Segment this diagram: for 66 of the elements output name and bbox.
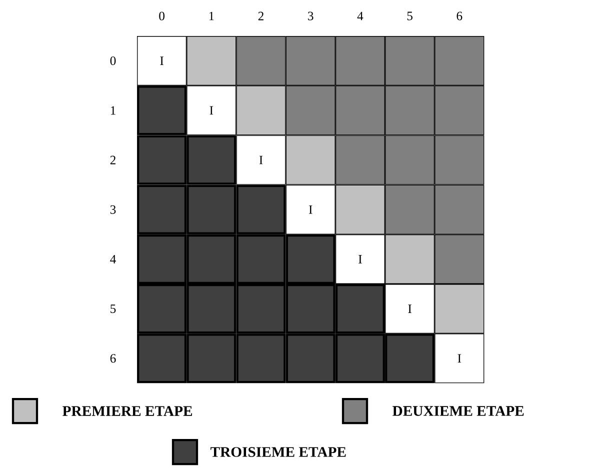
axis-number: 3 xyxy=(308,12,314,20)
axis-number: 6 xyxy=(110,354,116,363)
grid-cell: I xyxy=(335,234,385,284)
grid-cell xyxy=(434,135,484,185)
grid-cell xyxy=(186,184,236,234)
grid-cell xyxy=(335,135,385,185)
axis-number: 1 xyxy=(110,106,116,115)
grid-cell xyxy=(286,86,336,136)
grid-cell xyxy=(385,234,435,284)
axis-number: 2 xyxy=(258,12,264,20)
grid-cell xyxy=(434,36,484,86)
legend-label: DEUXIEME ETAPE xyxy=(392,406,524,416)
legend-label: PREMIERE ETAPE xyxy=(62,406,192,416)
grid-cell xyxy=(434,86,484,136)
axis-number: 3 xyxy=(110,205,116,214)
grid-cell xyxy=(186,135,236,185)
grid-cell xyxy=(137,135,187,185)
grid-cell xyxy=(434,284,484,334)
grid-cell: I xyxy=(236,135,286,185)
axis-number: 6 xyxy=(456,12,462,20)
grid-cell xyxy=(335,184,385,234)
grid-cell xyxy=(286,135,336,185)
grid-cell xyxy=(385,334,435,384)
grid-cell: I xyxy=(434,334,484,384)
grid-cell xyxy=(137,184,187,234)
grid-cell xyxy=(137,234,187,284)
grid-cell xyxy=(335,86,385,136)
grid-cell: I xyxy=(137,36,187,86)
grid-cell xyxy=(385,36,435,86)
grid-cell xyxy=(286,334,336,384)
grid-cell xyxy=(434,234,484,284)
grid-cell xyxy=(385,184,435,234)
grid-cell xyxy=(286,234,336,284)
axis-number: 4 xyxy=(357,12,364,20)
grid-cell xyxy=(236,36,286,86)
grid-cell xyxy=(286,36,336,86)
axis-number: 5 xyxy=(407,12,412,20)
grid-cell xyxy=(335,36,385,86)
axis-number: 1 xyxy=(209,12,214,20)
grid-cell xyxy=(335,334,385,384)
axis-number: 0 xyxy=(110,56,116,66)
grid-cell xyxy=(286,284,336,334)
grid-cell xyxy=(335,284,385,334)
axis-number: 5 xyxy=(110,304,116,314)
grid-cell xyxy=(137,284,187,334)
grid-cell xyxy=(236,284,286,334)
grid-cell xyxy=(236,334,286,384)
grid-cell xyxy=(236,86,286,136)
grid-cell xyxy=(186,284,236,334)
grid-cell: I xyxy=(286,184,336,234)
axis-number: 4 xyxy=(110,255,116,264)
grid-cell xyxy=(137,334,187,384)
grid-cell xyxy=(434,184,484,234)
grid-cell xyxy=(186,334,236,384)
grid-cell: I xyxy=(186,86,236,136)
grid-cell xyxy=(385,135,435,185)
legend-label: TROISIEME ETAPE xyxy=(210,447,346,457)
grid-cell xyxy=(137,86,187,136)
grid-cell xyxy=(236,184,286,234)
grid-cell xyxy=(186,36,236,86)
grid-cell xyxy=(236,234,286,284)
axis-number: 0 xyxy=(159,12,164,20)
axis-number: 2 xyxy=(110,156,116,164)
grid-cell: I xyxy=(385,284,435,334)
grid-cell xyxy=(186,234,236,284)
grid-cell xyxy=(385,86,435,136)
